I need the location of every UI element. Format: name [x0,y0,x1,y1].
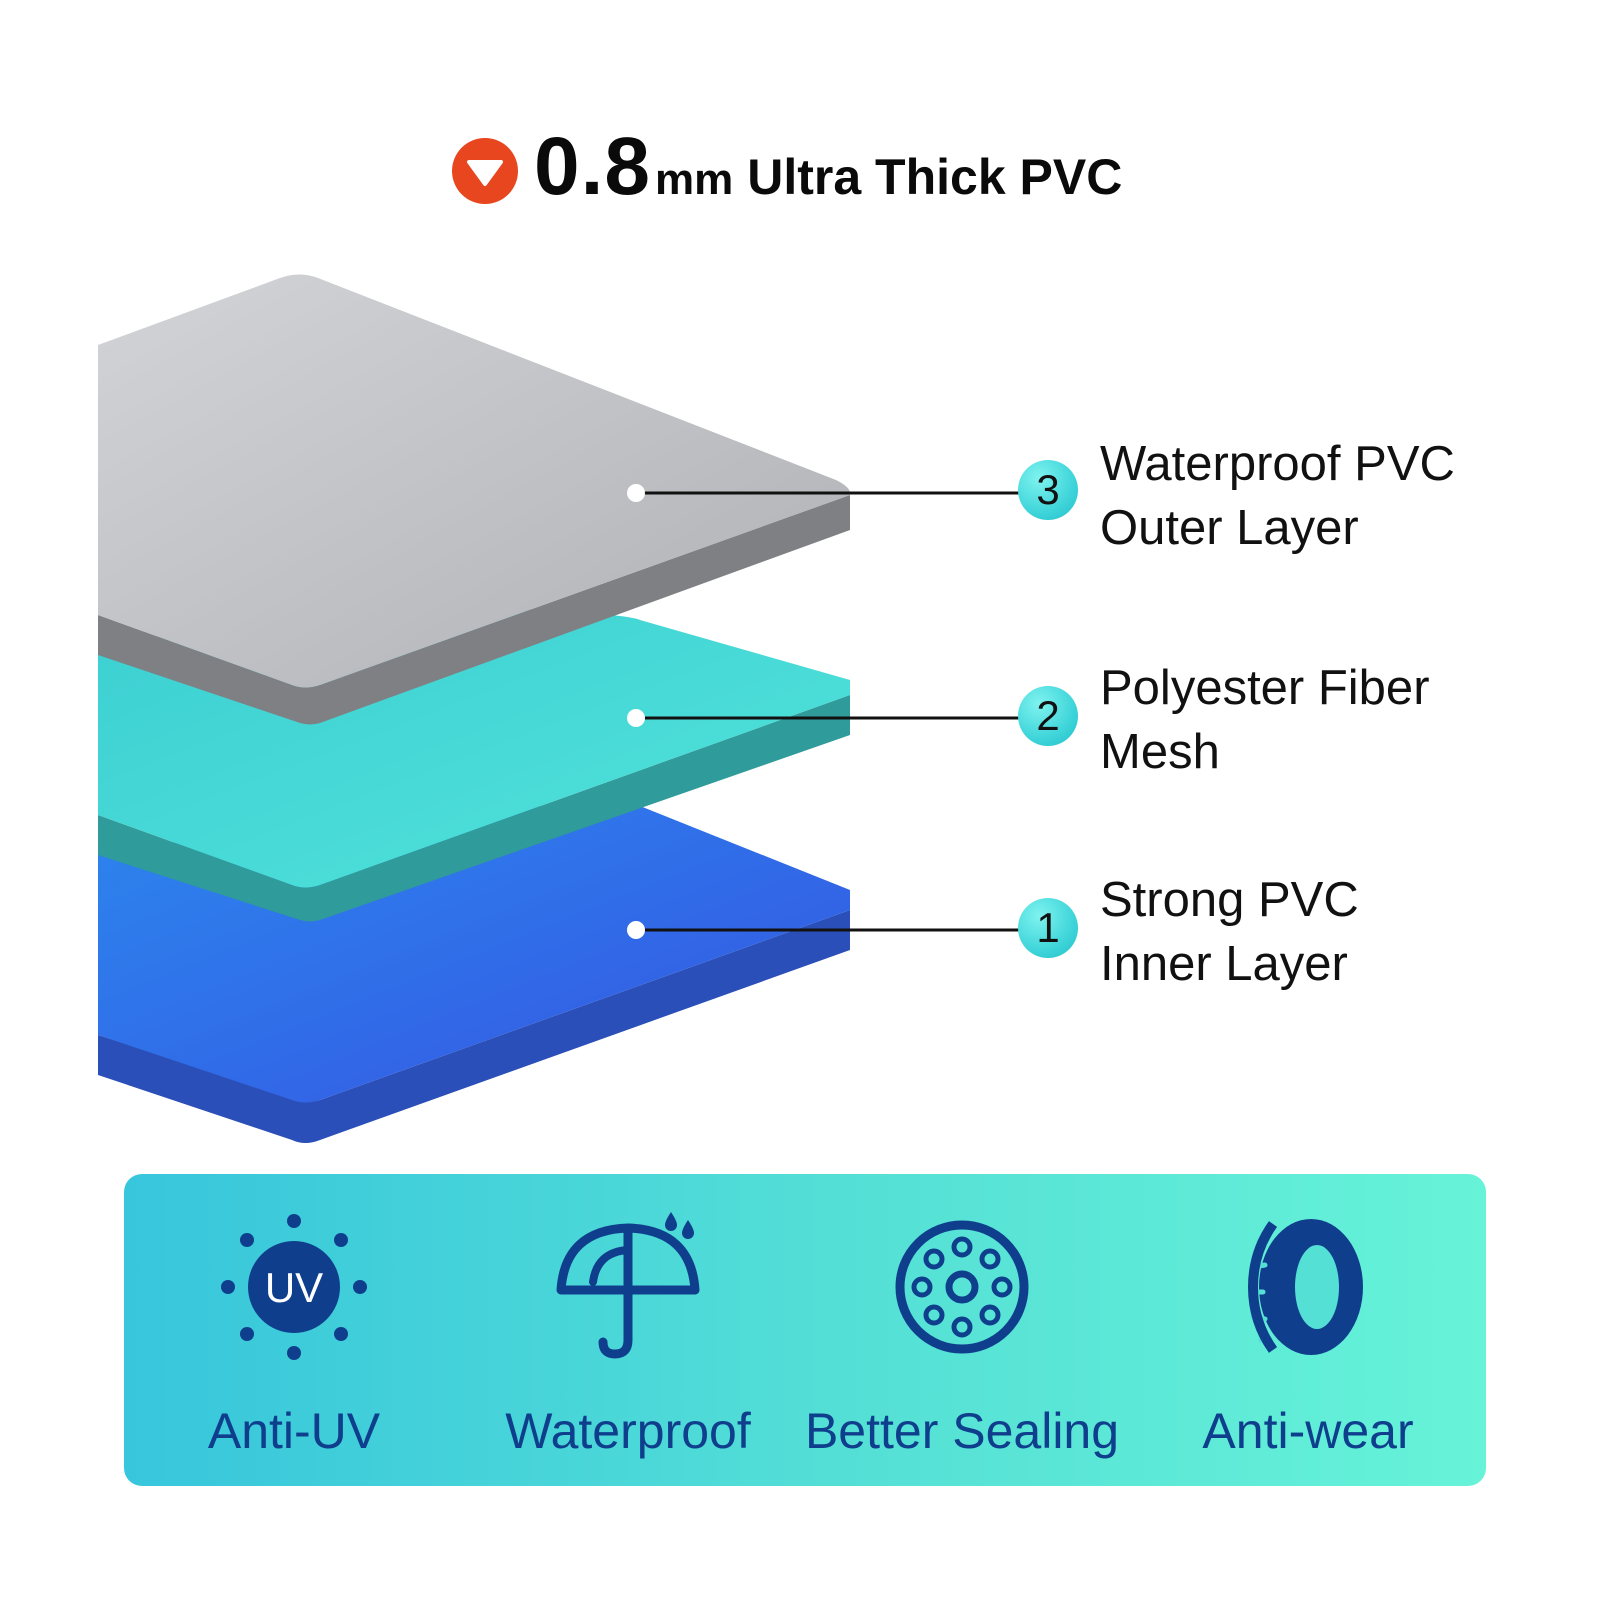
page-title: 0.8 mm Ultra Thick PVC [452,120,1122,230]
title-text: Ultra Thick PVC [747,149,1123,205]
features-panel: UV Anti-UV Waterproof [124,1174,1486,1486]
uv-icon-text: UV [265,1264,323,1311]
layer-1-label: Strong PVC Inner Layer [1100,868,1359,996]
sealing-ring-icon [895,1220,1029,1354]
feature-better-sealing: Better Sealing [792,1174,1132,1486]
layer-1-label-line1: Strong PVC [1100,873,1359,927]
layer-stack-illustration [98,274,1026,1143]
feature-anti-wear: Anti-wear [1138,1174,1478,1486]
thickness-value: 0.8 [534,121,651,212]
thickness-unit: mm [655,155,734,204]
feature-label-waterproof: Waterproof [505,1403,751,1459]
leader-line-3 [627,484,1026,502]
tire-icon [1247,1219,1363,1355]
feature-label-better-sealing: Better Sealing [804,1403,1120,1459]
feature-label-anti-wear: Anti-wear [1202,1403,1414,1459]
layer-2-label: Polyester Fiber Mesh [1100,656,1430,784]
layer-outer-pvc [98,274,851,725]
layer-number-1: 1 [1018,898,1078,958]
feature-label-anti-uv: Anti-UV [207,1403,381,1459]
down-arrow-circle-icon [452,138,518,204]
layer-3-label-line2: Outer Layer [1100,501,1359,555]
feature-waterproof: Waterproof [458,1174,798,1486]
layer-number-3: 3 [1018,460,1078,520]
leader-line-2 [627,709,1026,727]
umbrella-rain-icon [556,1212,700,1359]
feature-anti-uv: UV Anti-UV [124,1174,464,1486]
layer-2-label-line2: Mesh [1100,725,1220,779]
layer-1-label-line2: Inner Layer [1100,937,1348,991]
leader-line-1 [627,921,1026,939]
layer-number-2: 2 [1018,686,1078,746]
uv-sun-icon: UV [221,1214,367,1360]
layer-3-label: Waterproof PVC Outer Layer [1100,432,1455,560]
layer-2-label-line1: Polyester Fiber [1100,661,1430,715]
layer-3-label-line1: Waterproof PVC [1100,437,1455,491]
